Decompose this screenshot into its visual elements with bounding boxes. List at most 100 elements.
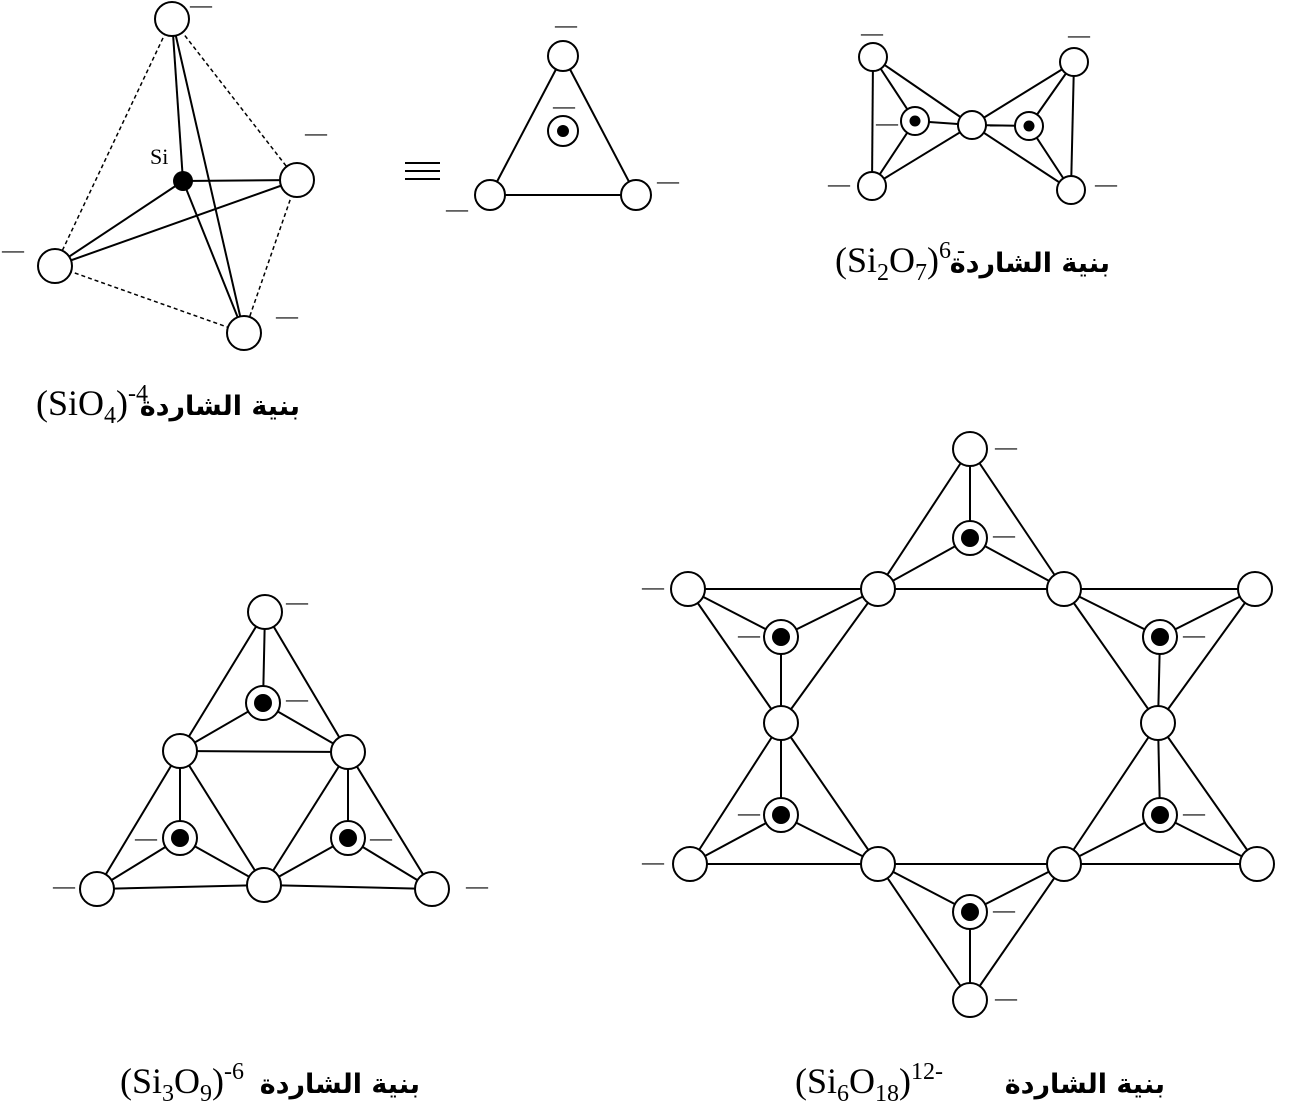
charge-minus-sign: — bbox=[737, 622, 761, 647]
silicon-dot bbox=[557, 125, 569, 137]
hidden-edge-line bbox=[171, 18, 298, 181]
bond-line bbox=[689, 722, 782, 865]
silicon-atom bbox=[162, 820, 198, 856]
si3o9-ring-structure: —————— bbox=[52, 589, 489, 907]
silicon-atom bbox=[763, 797, 799, 833]
charge-minus-sign: — bbox=[275, 303, 299, 328]
charge-minus-sign: — bbox=[992, 897, 1016, 922]
bond-line bbox=[877, 863, 971, 1001]
oxygen-atom bbox=[1237, 571, 1273, 607]
bond-line bbox=[1063, 722, 1159, 865]
charge-minus-sign: — bbox=[52, 873, 76, 898]
charge-minus-sign: — bbox=[994, 434, 1018, 459]
formula-charge: -6 bbox=[224, 1059, 244, 1085]
bond-line bbox=[562, 55, 637, 196]
silicon-atom bbox=[245, 685, 281, 721]
formula-subscript: 6 bbox=[837, 1081, 849, 1107]
charge-minus-sign: — bbox=[641, 849, 665, 874]
bond-line bbox=[780, 588, 879, 724]
formula-charge: 12- bbox=[911, 1059, 943, 1085]
silicon-dot bbox=[772, 628, 790, 646]
silicon-dot bbox=[339, 829, 357, 847]
silicon-dot bbox=[1151, 628, 1169, 646]
formula-si3o9: (Si3O9)-6 bbox=[120, 1059, 244, 1107]
oxygen-atom bbox=[1046, 846, 1082, 882]
bond-line bbox=[179, 750, 265, 886]
silicon-dot bbox=[1151, 806, 1169, 824]
caption-label: بنية الشاردة bbox=[140, 391, 300, 422]
charge-minus-sign: — bbox=[554, 12, 578, 37]
oxygen-atom bbox=[247, 594, 283, 630]
formula-part: ) bbox=[116, 383, 128, 423]
bond-line bbox=[171, 18, 184, 182]
oxygen-atom bbox=[246, 867, 282, 903]
caption-sio4: (SiO4)-4 بنية الشاردة bbox=[36, 381, 300, 429]
bond-line bbox=[780, 588, 879, 638]
bond-line bbox=[1063, 588, 1159, 724]
oxygen-atom bbox=[79, 871, 115, 907]
formula-subscript: 9 bbox=[200, 1081, 212, 1107]
oxygen-atom bbox=[672, 846, 708, 882]
bond-line bbox=[182, 179, 298, 182]
silicon-atom bbox=[1142, 619, 1178, 655]
charge-minus-sign: — bbox=[994, 985, 1018, 1010]
bond-line bbox=[1070, 61, 1075, 191]
charge-minus-sign: — bbox=[285, 686, 309, 711]
formula-subscript: 2 bbox=[877, 260, 889, 286]
oxygen-atom bbox=[547, 40, 579, 72]
si2o7-structure: —————— bbox=[827, 20, 1118, 205]
bond-line bbox=[179, 611, 266, 752]
charge-minus-sign: — bbox=[1094, 171, 1118, 196]
caption-label: بنية الشاردة bbox=[260, 1069, 420, 1100]
oxygen-atom bbox=[670, 571, 706, 607]
oxygen-atom bbox=[1140, 705, 1176, 741]
silicon-atom bbox=[1142, 797, 1178, 833]
formula-subscript: 7 bbox=[915, 260, 927, 286]
bond-line bbox=[872, 56, 973, 126]
bond-line bbox=[179, 750, 349, 753]
bond-line bbox=[969, 863, 1065, 1001]
bond-line bbox=[780, 722, 879, 865]
caption-label: بنية الشاردة bbox=[950, 248, 1110, 279]
bond-line bbox=[96, 750, 181, 890]
charge-minus-sign: — bbox=[860, 20, 884, 45]
bond-line bbox=[1157, 722, 1258, 865]
sio4-triangle-projection: ———— bbox=[445, 12, 680, 221]
formula-subscript: 3 bbox=[162, 1081, 174, 1107]
formula-subscript: 18 bbox=[875, 1081, 899, 1107]
oxygen-atom bbox=[414, 871, 450, 907]
charge-minus-sign: — bbox=[992, 522, 1016, 547]
silicon-atom bbox=[330, 820, 366, 856]
oxygen-atom bbox=[1056, 175, 1086, 205]
silicon-label: Si bbox=[150, 144, 168, 169]
charge-minus-sign: — bbox=[369, 825, 393, 850]
formula-charge: 6 - bbox=[939, 238, 965, 264]
formula-part: (Si bbox=[120, 1061, 162, 1101]
silicon-dot bbox=[961, 903, 979, 921]
oxygen-atom bbox=[1046, 571, 1082, 607]
formula-part: ) bbox=[927, 240, 939, 280]
silicon-atom bbox=[952, 894, 988, 930]
charge-minus-sign: — bbox=[827, 171, 851, 196]
formula-part: O bbox=[849, 1061, 875, 1101]
charge-minus-sign: — bbox=[552, 93, 576, 118]
oxygen-atom bbox=[858, 42, 888, 72]
sio4-tetrahedron: ———— bbox=[1, 0, 328, 351]
silicon-dot bbox=[254, 694, 272, 712]
hidden-edge-line bbox=[54, 265, 245, 334]
bond-line bbox=[780, 814, 879, 865]
oxygen-atom bbox=[620, 179, 652, 211]
charge-minus-sign: — bbox=[989, 111, 1013, 136]
oxygen-atom bbox=[952, 431, 988, 467]
bond-line bbox=[54, 179, 298, 267]
formula-sio4: (SiO4)-4 bbox=[36, 381, 148, 429]
formula-part: O bbox=[174, 1061, 200, 1101]
oxygen-atom bbox=[957, 110, 987, 140]
oxygen-atom bbox=[154, 1, 190, 37]
bond-line bbox=[263, 751, 349, 886]
oxygen-atom bbox=[162, 733, 198, 769]
bond-line bbox=[1157, 588, 1256, 724]
caption-si6o18: (Si6O18)12- بنية الشاردة bbox=[795, 1059, 1165, 1107]
hidden-edge-line bbox=[54, 18, 173, 267]
charge-minus-sign: — bbox=[1067, 22, 1091, 47]
